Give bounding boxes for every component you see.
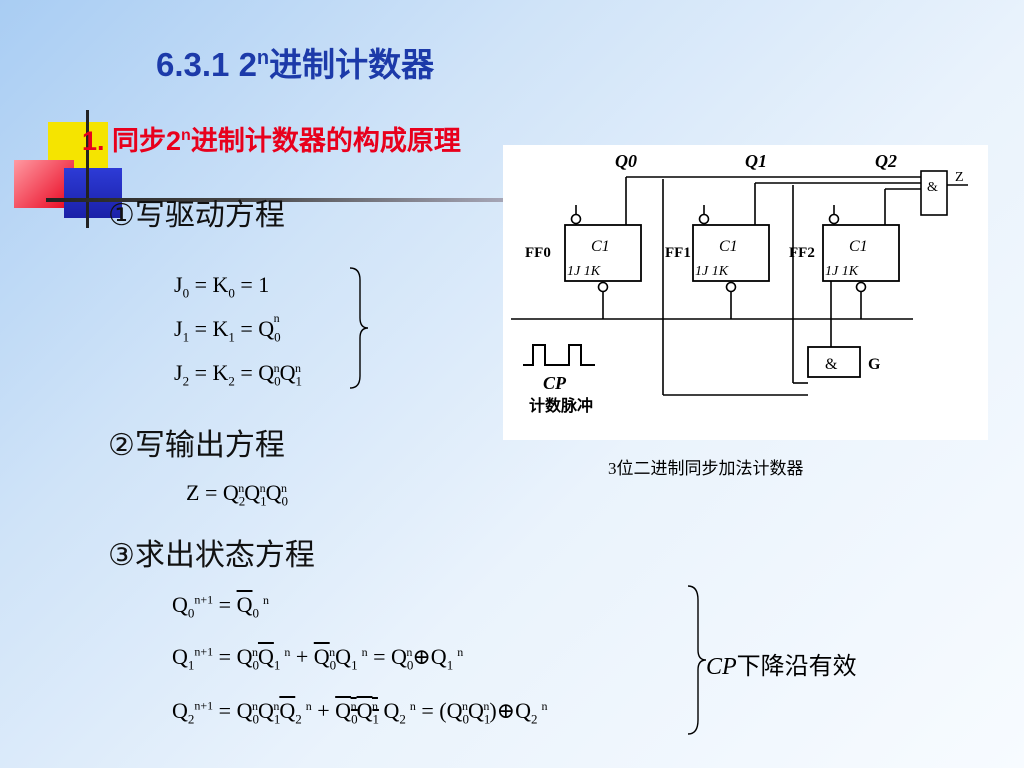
- state-eq-0: Q0n+1 = Q0n: [172, 592, 269, 621]
- state-eq-1: Q1n+1 = Q0nQ1n + Q0nQ1n = Q0n⊕Q1n: [172, 644, 464, 673]
- label-q2: Q2: [875, 151, 897, 171]
- label-q0: Q0: [615, 151, 637, 171]
- svg-text:&: &: [927, 180, 938, 195]
- ff1-label: FF1: [665, 245, 691, 261]
- ff2-box: [822, 224, 900, 282]
- svg-text:1J 1K: 1J 1K: [567, 264, 601, 279]
- svg-text:C1: C1: [591, 238, 610, 255]
- ff0-label: FF0: [525, 245, 551, 261]
- drive-eq-brace: [349, 267, 369, 389]
- label-g: G: [868, 356, 881, 373]
- state-eq-brace: [687, 585, 707, 735]
- label-q1: Q1: [745, 151, 767, 171]
- decor-horizontal-line: [46, 198, 516, 202]
- svg-text:&: &: [825, 356, 838, 373]
- ff0-box: [564, 224, 642, 282]
- svg-text:1J 1K: 1J 1K: [695, 264, 729, 279]
- and-gate-z: [920, 170, 948, 216]
- section-subtitle: 1. 同步2n进制计数器的构成原理: [82, 126, 461, 156]
- decor-vertical-line: [86, 110, 89, 228]
- svg-text:C1: C1: [849, 238, 868, 255]
- page-title: 6.3.1 2n进制计数器: [156, 46, 435, 83]
- circuit-caption: 3位二进制同步加法计数器: [608, 459, 804, 478]
- label-cp-desc: 计数脉冲: [529, 396, 593, 415]
- ff1-box: [692, 224, 770, 282]
- label-z: Z: [955, 170, 964, 185]
- cp-edge-note: CP下降沿有效: [706, 654, 857, 680]
- state-eq-2: Q2n+1 = Q0nQ1nQ2n + Q0nQ1n Q2n = (Q0nQ1n…: [172, 698, 548, 727]
- svg-text:C1: C1: [719, 238, 738, 255]
- ff2-label: FF2: [789, 245, 815, 261]
- step-3-heading: ③求出状态方程: [108, 538, 315, 573]
- step-1-heading: ①写驱动方程: [108, 198, 285, 233]
- step-2-heading: ②写输出方程: [108, 428, 285, 463]
- drive-eq-2: J2 = K2 = Q0nQ1n: [174, 360, 303, 389]
- drive-eq-1: J1 = K1 = Q0n: [174, 310, 281, 345]
- decor-square-blue: [64, 168, 122, 218]
- svg-text:1J 1K: 1J 1K: [825, 264, 859, 279]
- drive-eq-0: J0 = K0 = 1: [174, 272, 270, 301]
- label-cp: CP: [543, 373, 567, 393]
- counter-circuit-diagram: Q0 Q1 Q2 & Z FF0 C1 1J 1K FF1 C1 1J 1K F…: [503, 145, 988, 440]
- output-eq: Z = Q2nQ1nQ0n: [186, 480, 289, 509]
- and-gate-g: [807, 346, 861, 378]
